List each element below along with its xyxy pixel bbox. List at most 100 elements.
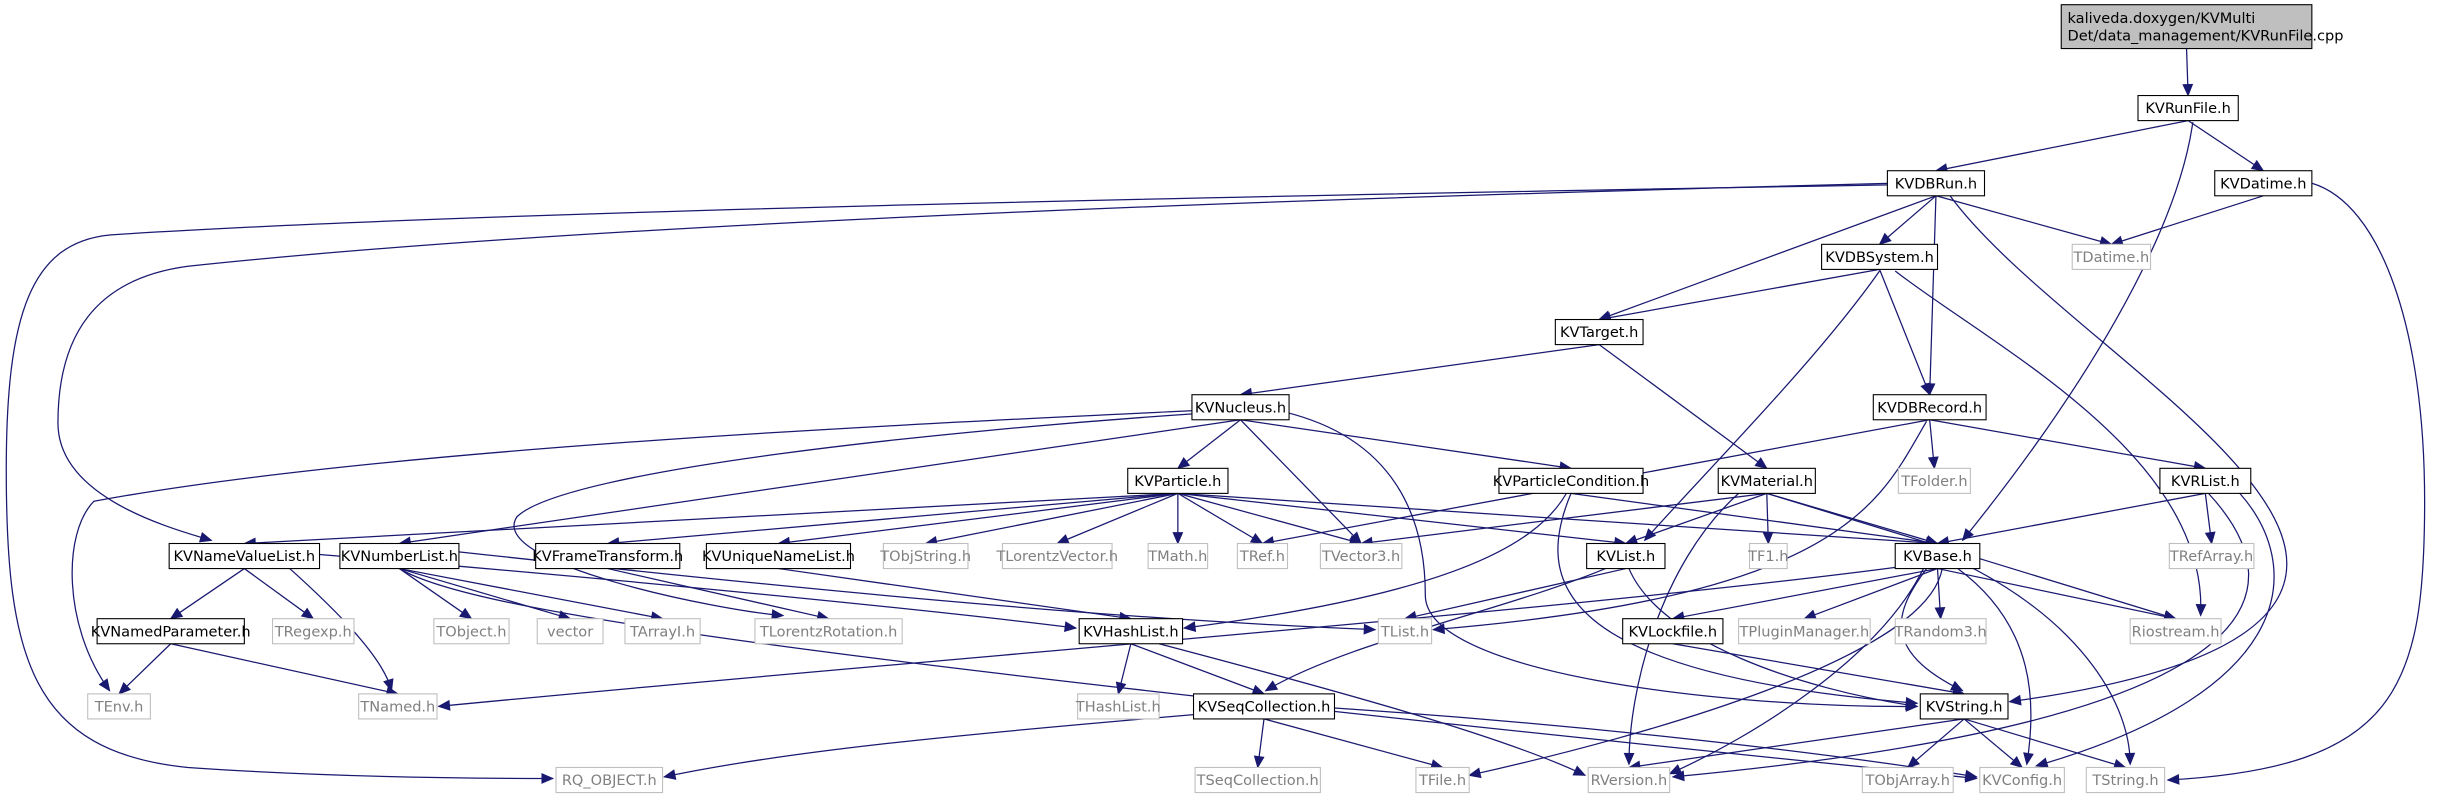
node-layer: kaliveda.doxygen/KVMultiDet/data_managem… bbox=[87, 4, 2343, 794]
node-box bbox=[358, 693, 438, 720]
node-box bbox=[1127, 467, 1229, 494]
edge-kvrunfile-to-kvdatime bbox=[2187, 120, 2264, 172]
edge-kvdbrun-to-kvdbsystem bbox=[1879, 195, 1937, 245]
node-label: TPluginManager.h bbox=[1739, 623, 1870, 640]
node-label: TNamed.h bbox=[359, 699, 435, 716]
arrowhead-kvparticle-to-tlorentzvector bbox=[1056, 534, 1070, 545]
node-kvdbrun[interactable]: KVDBRun.h bbox=[1886, 170, 1986, 197]
node-tfile: TFile.h bbox=[1415, 766, 1470, 794]
node-kvrunfile[interactable]: KVRunFile.h bbox=[2137, 94, 2239, 122]
node-kvparticlecondition[interactable]: KVParticleCondition.h bbox=[1493, 467, 1650, 494]
edge-kvbase-to-kvconfig bbox=[1957, 568, 2032, 765]
edge-kvseqcollection-to-kvconfig bbox=[1334, 707, 1977, 778]
node-tenv: TEnv.h bbox=[87, 693, 151, 720]
node-label: TFolder.h bbox=[1900, 473, 1967, 490]
node-root[interactable]: kaliveda.doxygen/KVMultiDet/data_managem… bbox=[2060, 4, 2343, 50]
edge-kvnumberlist-to-kvconfig bbox=[399, 568, 1977, 780]
edge-kvparticle-to-kvbase bbox=[1177, 492, 1938, 545]
node-tobjstring: TObjString.h bbox=[879, 542, 971, 570]
node-label: TObjArray.h bbox=[1864, 772, 1950, 789]
node-label: TRegexp.h bbox=[274, 623, 352, 640]
node-kvhashlist[interactable]: KVHashList.h bbox=[1078, 618, 1184, 645]
edge-kvnucleus-to-kvparticlecondition bbox=[1240, 419, 1572, 469]
node-kvnucleus[interactable]: KVNucleus.h bbox=[1191, 394, 1290, 421]
edge-kvdbsystem-to-kvdbrecord bbox=[1878, 269, 1931, 395]
node-kvlockfile[interactable]: KVLockfile.h bbox=[1622, 618, 1724, 645]
node-kvconfig: KVConfig.h bbox=[1979, 766, 2065, 794]
node-label: kaliveda.doxygen/KVMulti bbox=[2068, 10, 2256, 27]
node-box bbox=[1147, 542, 1209, 570]
arrowhead-kvnucleus-to-kvparticle bbox=[1176, 457, 1191, 470]
node-kvnumberlist[interactable]: KVNumberList.h bbox=[339, 542, 460, 570]
node-label: KVList.h bbox=[1596, 548, 1655, 565]
node-kvrlist[interactable]: KVRList.h bbox=[2159, 467, 2252, 494]
node-box bbox=[1717, 467, 1816, 494]
node-label: KVDBSystem.h bbox=[1825, 249, 1934, 266]
edge-kvuniquenamelist-to-kvhashlist bbox=[778, 567, 1131, 620]
node-tobject: TObject.h bbox=[433, 618, 510, 645]
edge-kvnumberlist-to-tarrayi bbox=[399, 567, 663, 620]
node-kvdbsystem[interactable]: KVDBSystem.h bbox=[1821, 243, 1939, 270]
edge-kvrlist-to-kvbase bbox=[1937, 492, 2206, 545]
node-box bbox=[1194, 766, 1321, 794]
arrowhead-kvlist-to-kvseqcollection bbox=[1264, 680, 1279, 692]
node-kvparticle[interactable]: KVParticle.h bbox=[1127, 467, 1229, 494]
edge-kvdatime-to-tdatime bbox=[2111, 195, 2264, 245]
arrowhead-kvtarget-to-kvmaterial bbox=[1754, 457, 1768, 470]
node-label: TVector3.h bbox=[1321, 548, 1400, 565]
node-label: KVString.h bbox=[1926, 699, 2003, 716]
node-tlorentzvector: TLorentzVector.h bbox=[995, 542, 1118, 570]
node-tvector3: TVector3.h bbox=[1319, 542, 1403, 570]
node-box bbox=[2137, 94, 2239, 122]
edge-kvrunfile-to-kvbase bbox=[1962, 122, 2194, 541]
node-box bbox=[535, 542, 681, 570]
arrowhead-kvnamevaluelist-to-tnamed bbox=[383, 678, 394, 692]
node-box bbox=[2085, 766, 2166, 794]
arrowhead-kvstring-to-kvconfig bbox=[2009, 755, 2024, 769]
node-label: KVFrameTransform.h bbox=[532, 548, 683, 565]
edge-kvhashlist-to-rversion bbox=[1158, 643, 1586, 776]
node-kvframetransform[interactable]: KVFrameTransform.h bbox=[532, 542, 683, 570]
arrowhead-kvseqcollection-to-rq-object bbox=[662, 769, 677, 780]
edge-kvnamedparameter-to-tnamed bbox=[170, 643, 398, 695]
arrowhead-kvnumberlist-to-tlist bbox=[1363, 623, 1377, 635]
node-kvbase[interactable]: KVBase.h bbox=[1894, 542, 1981, 570]
node-kvdbrecord[interactable]: KVDBRecord.h bbox=[1872, 394, 1987, 421]
node-kvtarget[interactable]: KVTarget.h bbox=[1554, 318, 1644, 346]
node-kvlist[interactable]: KVList.h bbox=[1586, 542, 1666, 570]
arrowhead-kvparticlecondition-to-kvhashlist bbox=[1182, 621, 1197, 632]
node-tarrayi: TArrayI.h bbox=[624, 618, 701, 645]
node-box bbox=[1415, 766, 1470, 794]
node-box bbox=[1587, 766, 1671, 794]
edge-kvparticle-to-tref bbox=[1177, 492, 1263, 545]
node-label: KVRunFile.h bbox=[2145, 100, 2231, 117]
node-label: RVersion.h bbox=[1591, 772, 1668, 789]
node-kvstring[interactable]: KVString.h bbox=[1919, 693, 2009, 720]
node-kvdatime[interactable]: KVDatime.h bbox=[2214, 170, 2313, 197]
node-kvuniquenamelist[interactable]: KVUniqueNameList.h bbox=[702, 542, 855, 570]
node-box bbox=[1377, 618, 1433, 645]
node-box bbox=[2214, 170, 2313, 197]
edge-kvnamevaluelist-to-kvnamedparameter bbox=[170, 568, 245, 620]
node-box bbox=[1586, 542, 1666, 570]
node-label: RQ_OBJECT.h bbox=[562, 772, 657, 789]
node-kvnamevaluelist[interactable]: KVNameValueList.h bbox=[168, 542, 321, 570]
arrowhead-kvdbrun-to-kvstring bbox=[2008, 694, 2022, 706]
edge-kvparticlecondition-to-kvhashlist bbox=[1184, 493, 1567, 629]
edge-kvnamevaluelist-to-tnamed bbox=[289, 568, 393, 691]
edge-kvnamedparameter-to-tenv bbox=[118, 643, 172, 695]
node-kvmaterial[interactable]: KVMaterial.h bbox=[1717, 467, 1816, 494]
edge-kvtarget-to-kvnucleus bbox=[1240, 343, 1600, 396]
node-box bbox=[536, 618, 604, 645]
arrowhead-kvmaterial-to-kvlist bbox=[1624, 534, 1639, 545]
node-box bbox=[1749, 542, 1788, 570]
node-tmath: TMath.h bbox=[1147, 542, 1209, 570]
node-box bbox=[1886, 170, 1986, 197]
node-kvnamedparameter[interactable]: KVNamedParameter.h bbox=[91, 618, 251, 645]
edge-kvnucleus-to-tlorentzrotation bbox=[513, 412, 1199, 617]
edge-kvdbrun-to-kvnamevaluelist bbox=[57, 182, 1893, 541]
node-label: KVParticleCondition.h bbox=[1493, 473, 1650, 490]
arrowhead-kvdbsystem-to-riostream bbox=[2195, 603, 2207, 617]
edge-kvparticle-to-kvlist bbox=[1177, 492, 1626, 545]
node-kvseqcollection[interactable]: KVSeqCollection.h bbox=[1192, 693, 1336, 720]
